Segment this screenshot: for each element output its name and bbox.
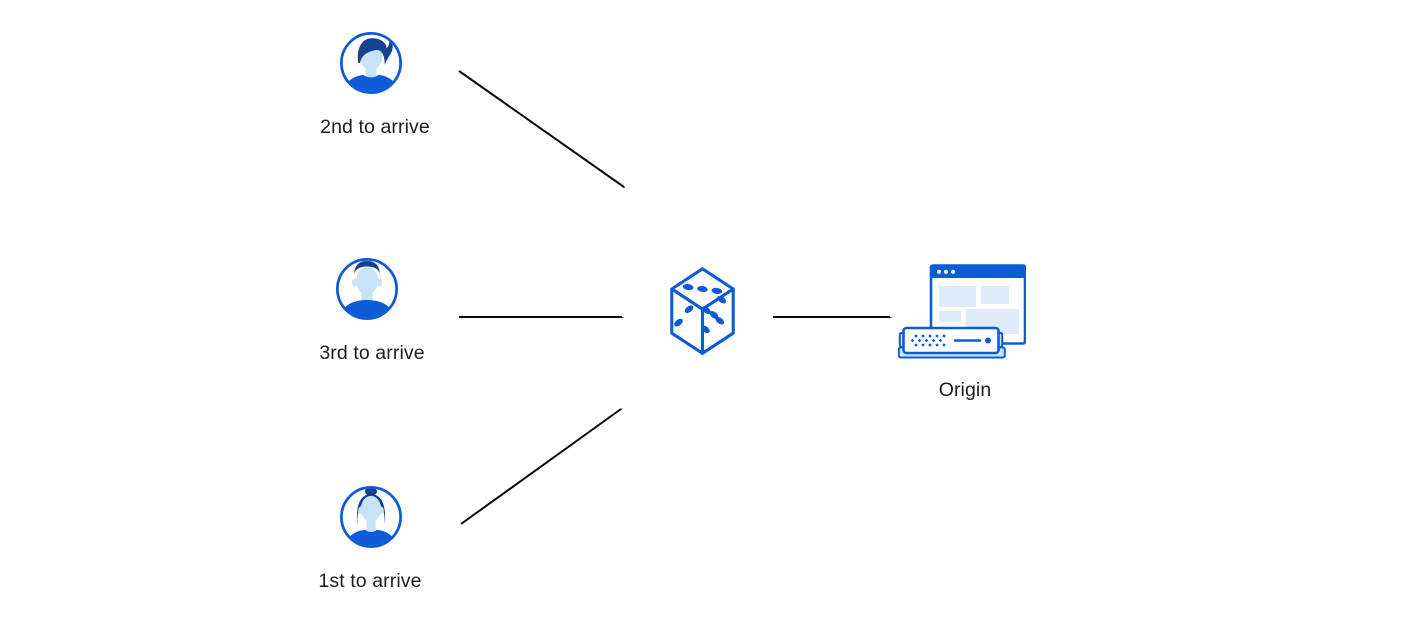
- origin-server-browser-icon: [898, 264, 1026, 359]
- node-visitor-third: [334, 256, 400, 322]
- node-label-third: 3rd to arrive: [319, 342, 425, 364]
- node-visitor-first: [338, 484, 404, 550]
- arrow-second-to-dice: [458, 70, 624, 187]
- node-randomizer: [666, 265, 739, 361]
- node-label-origin: Origin: [938, 379, 992, 401]
- avatar-man-short-hair-icon: [336, 258, 398, 320]
- dice-icon: [670, 267, 735, 355]
- avatar-man-swept-hair-icon: [340, 32, 402, 94]
- avatar-woman-bun-icon: [340, 486, 402, 548]
- arrow-first-to-dice: [460, 409, 621, 525]
- node-visitor-second: [338, 30, 404, 96]
- node-label-second: 2nd to arrive: [320, 116, 430, 138]
- node-origin: [898, 264, 1026, 361]
- node-label-first: 1st to arrive: [318, 570, 422, 592]
